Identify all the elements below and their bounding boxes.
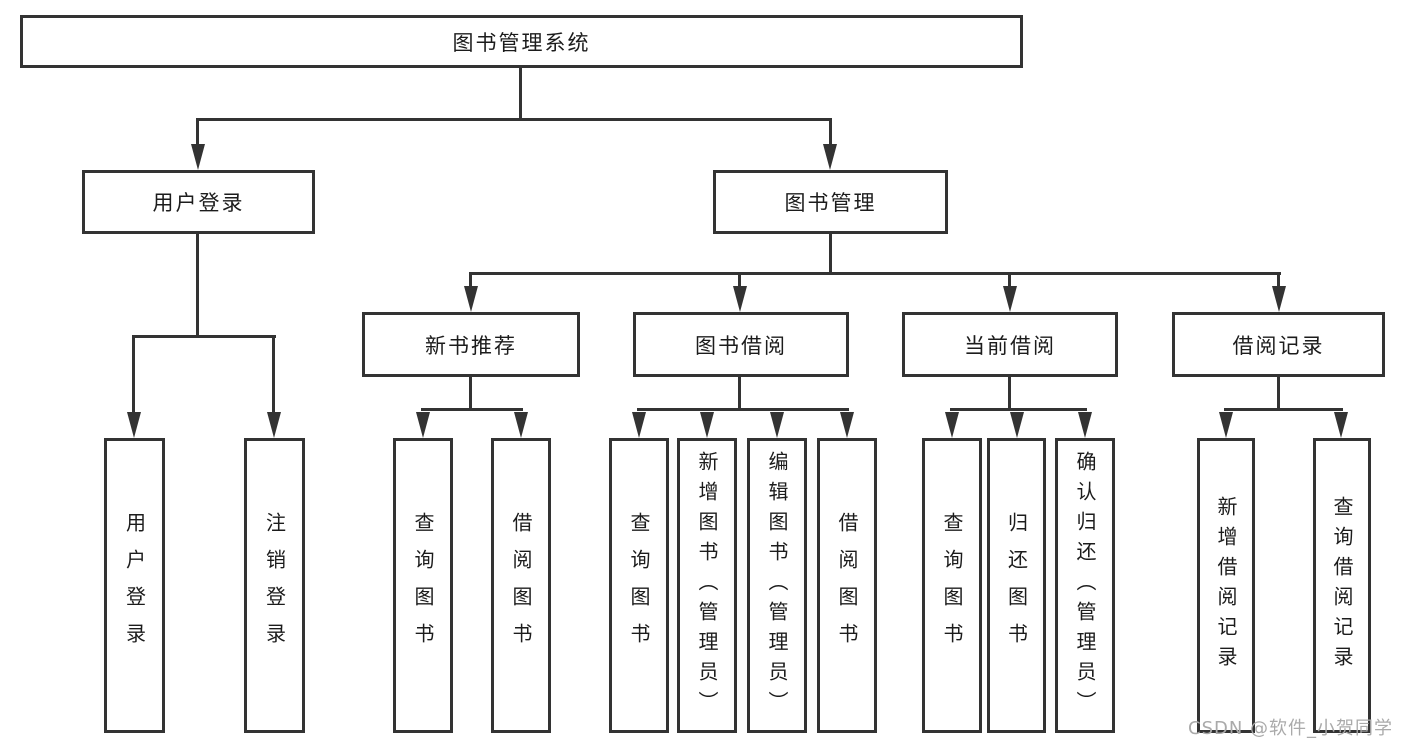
arrowhead-down-icon — [1334, 412, 1348, 438]
arrowhead-down-icon — [733, 286, 747, 312]
connector-hline — [421, 408, 523, 411]
connector-vline — [519, 68, 522, 118]
arrowhead-down-icon — [1010, 412, 1024, 438]
leaf-borrow-books: 借阅图书 — [817, 438, 877, 733]
arrowhead-down-icon — [127, 412, 141, 438]
leaf-borrow-books-recommend: 借阅图书 — [491, 438, 551, 733]
leaf-confirm-return-admin: 确认归还（管理员） — [1055, 438, 1115, 733]
leaf-edit-book-admin: 编辑图书（管理员） — [747, 438, 807, 733]
leaf-return-book: 归还图书 — [987, 438, 1046, 733]
connector-hline — [132, 335, 276, 338]
leaf-logout: 注销登录 — [244, 438, 305, 733]
node-new-book-recommend: 新书推荐 — [362, 312, 580, 377]
arrowhead-down-icon — [823, 144, 837, 170]
arrowhead-down-icon — [1003, 286, 1017, 312]
arrowhead-down-icon — [632, 412, 646, 438]
connector-vline — [196, 233, 199, 335]
arrowhead-down-icon — [1272, 286, 1286, 312]
connector-vline — [196, 118, 199, 148]
arrowhead-down-icon — [267, 412, 281, 438]
connector-hline — [1224, 408, 1343, 411]
node-book-management: 图书管理 — [713, 170, 948, 234]
node-library-system: 图书管理系统 — [20, 15, 1023, 68]
node-current-borrow: 当前借阅 — [902, 312, 1118, 377]
node-book-borrow: 图书借阅 — [633, 312, 849, 377]
connector-hline — [196, 118, 832, 121]
arrowhead-down-icon — [945, 412, 959, 438]
connector-vline — [1008, 272, 1011, 290]
arrowhead-down-icon — [840, 412, 854, 438]
connector-hline — [469, 272, 1281, 275]
watermark-text: CSDN @软件_小贺同学 — [1188, 718, 1394, 739]
connector-vline — [132, 335, 135, 415]
arrowhead-down-icon — [464, 286, 478, 312]
arrowhead-down-icon — [1219, 412, 1233, 438]
connector-vline — [738, 377, 741, 408]
leaf-query-borrow-record: 查询借阅记录 — [1313, 438, 1371, 733]
connector-vline — [829, 118, 832, 148]
connector-vline — [738, 272, 741, 290]
leaf-query-books-borrow: 查询图书 — [609, 438, 669, 733]
arrowhead-down-icon — [514, 412, 528, 438]
connector-vline — [1008, 377, 1011, 408]
arrowhead-down-icon — [1078, 412, 1092, 438]
leaf-query-books-current: 查询图书 — [922, 438, 982, 733]
arrowhead-down-icon — [700, 412, 714, 438]
connector-hline — [950, 408, 1087, 411]
connector-vline — [469, 272, 472, 290]
leaf-user-login: 用户登录 — [104, 438, 165, 733]
connector-vline — [1277, 377, 1280, 408]
connector-vline — [272, 335, 275, 415]
node-borrow-records: 借阅记录 — [1172, 312, 1385, 377]
arrowhead-down-icon — [770, 412, 784, 438]
leaf-add-borrow-record: 新增借阅记录 — [1197, 438, 1255, 733]
arrowhead-down-icon — [191, 144, 205, 170]
connector-vline — [469, 377, 472, 408]
connector-hline — [637, 408, 849, 411]
node-user-login: 用户登录 — [82, 170, 315, 234]
arrowhead-down-icon — [416, 412, 430, 438]
connector-vline — [1277, 272, 1280, 290]
leaf-query-books-recommend: 查询图书 — [393, 438, 453, 733]
leaf-add-book-admin: 新增图书（管理员） — [677, 438, 737, 733]
connector-vline — [829, 233, 832, 272]
